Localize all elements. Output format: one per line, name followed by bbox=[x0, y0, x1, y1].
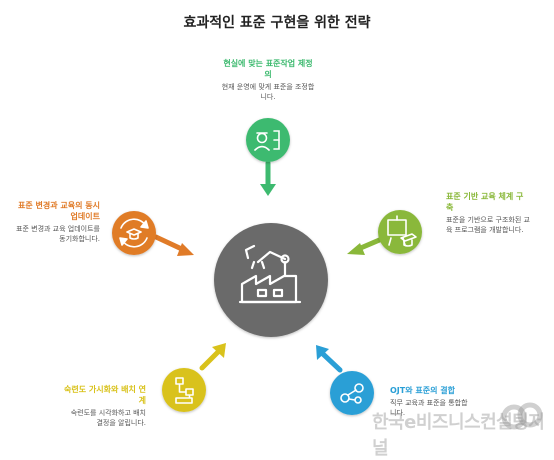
node-left bbox=[112, 211, 156, 255]
block-bottom-right: OJT와 표준의 결합 직무 교육과 표준을 통합합니다. bbox=[390, 385, 472, 418]
block-left: 표준 변경과 교육의 동시 업데이트 표준 변경과 교육 업데이트를 동기화합니… bbox=[14, 200, 100, 244]
block-bottom-left: 숙련도 가시화와 배치 연계 숙련도를 시각화하고 배치 결정을 알립니다. bbox=[64, 384, 146, 428]
strategy-diagram bbox=[112, 118, 422, 415]
block-right-title: 표준 기반 교육 체계 구축 bbox=[446, 192, 524, 212]
block-left-title: 표준 변경과 교육의 동시 업데이트 bbox=[18, 201, 100, 221]
block-bottom-right-desc: 직무 교육과 표준을 통합합니다. bbox=[390, 399, 468, 417]
block-top-title: 현실에 맞는 표준작업 제정의 bbox=[223, 59, 313, 79]
arrow-bottom-left bbox=[199, 343, 226, 371]
block-right: 표준 기반 교육 체계 구축 표준을 기반으로 구조화된 교육 프로그램을 개발… bbox=[446, 191, 530, 235]
block-bottom-left-desc: 숙련도를 시각화하고 배치 결정을 알립니다. bbox=[70, 409, 146, 427]
block-top: 현실에 맞는 표준작업 제정의 현재 운영에 맞게 표준을 조정합니다. bbox=[221, 58, 315, 102]
flowchart-icon bbox=[175, 377, 194, 404]
center-node bbox=[214, 223, 328, 337]
arrow-right bbox=[347, 235, 387, 255]
training-board-icon bbox=[387, 215, 417, 247]
factory-robot-icon bbox=[238, 244, 302, 304]
links-icon bbox=[340, 383, 364, 404]
arrow-bottom-right bbox=[316, 345, 343, 373]
block-left-desc: 표준 변경과 교육 업데이트를 동기화합니다. bbox=[16, 225, 100, 243]
block-right-desc: 표준을 기반으로 구조화된 교육 프로그램을 개발합니다. bbox=[446, 216, 530, 234]
node-right bbox=[378, 210, 422, 254]
node-bottom-left bbox=[162, 368, 206, 412]
node-bottom-right bbox=[330, 371, 374, 415]
block-bottom-right-title: OJT와 표준의 결합 bbox=[390, 386, 455, 395]
watermark-logo-icon bbox=[501, 402, 543, 430]
arrow-left bbox=[153, 234, 194, 256]
engineer-icon bbox=[254, 130, 280, 151]
block-top-desc: 현재 운영에 맞게 표준을 조정합니다. bbox=[221, 83, 315, 101]
arrow-top bbox=[260, 160, 276, 196]
node-top bbox=[246, 118, 290, 162]
page-title: 효과적인 표준 구현을 위한 전략 bbox=[183, 15, 371, 31]
sync-education-icon bbox=[119, 218, 149, 248]
block-bottom-left-title: 숙련도 가시화와 배치 연계 bbox=[64, 385, 146, 405]
